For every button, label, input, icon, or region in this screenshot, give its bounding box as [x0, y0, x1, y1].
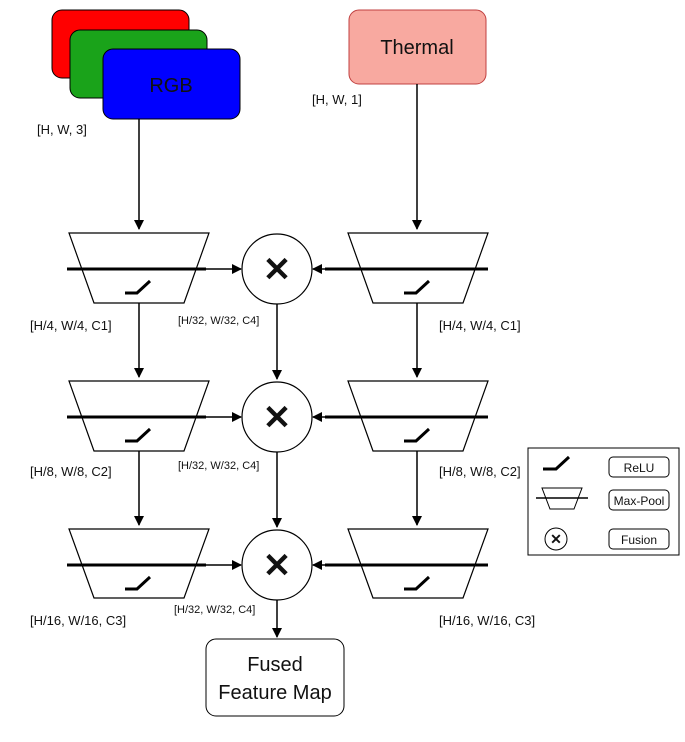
relu-icon: [125, 427, 152, 443]
output-line2: Feature Map: [218, 682, 331, 704]
relu-icon: [404, 575, 431, 591]
legend-fusion-icon: ✕: [544, 527, 568, 551]
thermal-input: Thermal: [348, 9, 487, 85]
fusion2-label: [H/32, W/32, C4]: [178, 460, 259, 472]
fusion1-label: [H/32, W/32, C4]: [178, 315, 259, 327]
left-maxpool-2: [67, 380, 210, 452]
legend: ReLU Max-Pool ✕ Fusion: [527, 447, 680, 556]
relu-icon: [125, 575, 152, 591]
right-maxpool-2: [325, 380, 489, 452]
left-stage3-label: [H/16, W/16, C3]: [30, 613, 126, 628]
legend-max-pool-icon: [536, 487, 588, 510]
relu-icon: [404, 427, 431, 443]
legend-max-pool-label: Max-Pool: [614, 494, 665, 508]
right-stage1-label: [H/4, W/4, C1]: [439, 318, 521, 333]
right-maxpool-3: [325, 528, 489, 599]
rgb-input: RGB: [51, 9, 241, 120]
left-maxpool-3: [67, 528, 210, 599]
rgb-shape-label: [H, W, 3]: [37, 122, 87, 137]
fusion-icon: ✕: [263, 251, 292, 289]
relu-icon: [125, 279, 152, 295]
fusion-icon: ✕: [263, 399, 292, 437]
rgb-label: RGB: [149, 75, 192, 97]
fusion3-label: [H/32, W/32, C4]: [174, 604, 255, 616]
thermal-label: Thermal: [380, 37, 453, 59]
left-maxpool-1: [67, 232, 210, 304]
legend-relu-icon: [543, 455, 571, 471]
left-stage2-label: [H/8, W/8, C2]: [30, 464, 112, 479]
fusion-node-1: ✕: [241, 233, 313, 305]
rgb-blue-layer: [102, 48, 241, 120]
right-stage2-label: [H/8, W/8, C2]: [439, 464, 521, 479]
legend-relu-label: ReLU: [624, 461, 655, 475]
fused-feature-map-output: Fused Feature Map: [205, 638, 345, 717]
relu-icon: [404, 279, 431, 295]
right-stage3-label: [H/16, W/16, C3]: [439, 613, 535, 628]
right-maxpool-1: [325, 232, 489, 304]
thermal-shape-label: [H, W, 1]: [312, 92, 362, 107]
fusion-node-2: ✕: [241, 381, 313, 453]
fusion-icon: ✕: [263, 547, 292, 585]
svg-text:✕: ✕: [550, 531, 562, 547]
legend-fusion-label: Fusion: [621, 533, 657, 547]
fusion-node-3: ✕: [241, 529, 313, 601]
output-line1: Fused: [247, 654, 303, 676]
left-stage1-label: [H/4, W/4, C1]: [30, 318, 112, 333]
